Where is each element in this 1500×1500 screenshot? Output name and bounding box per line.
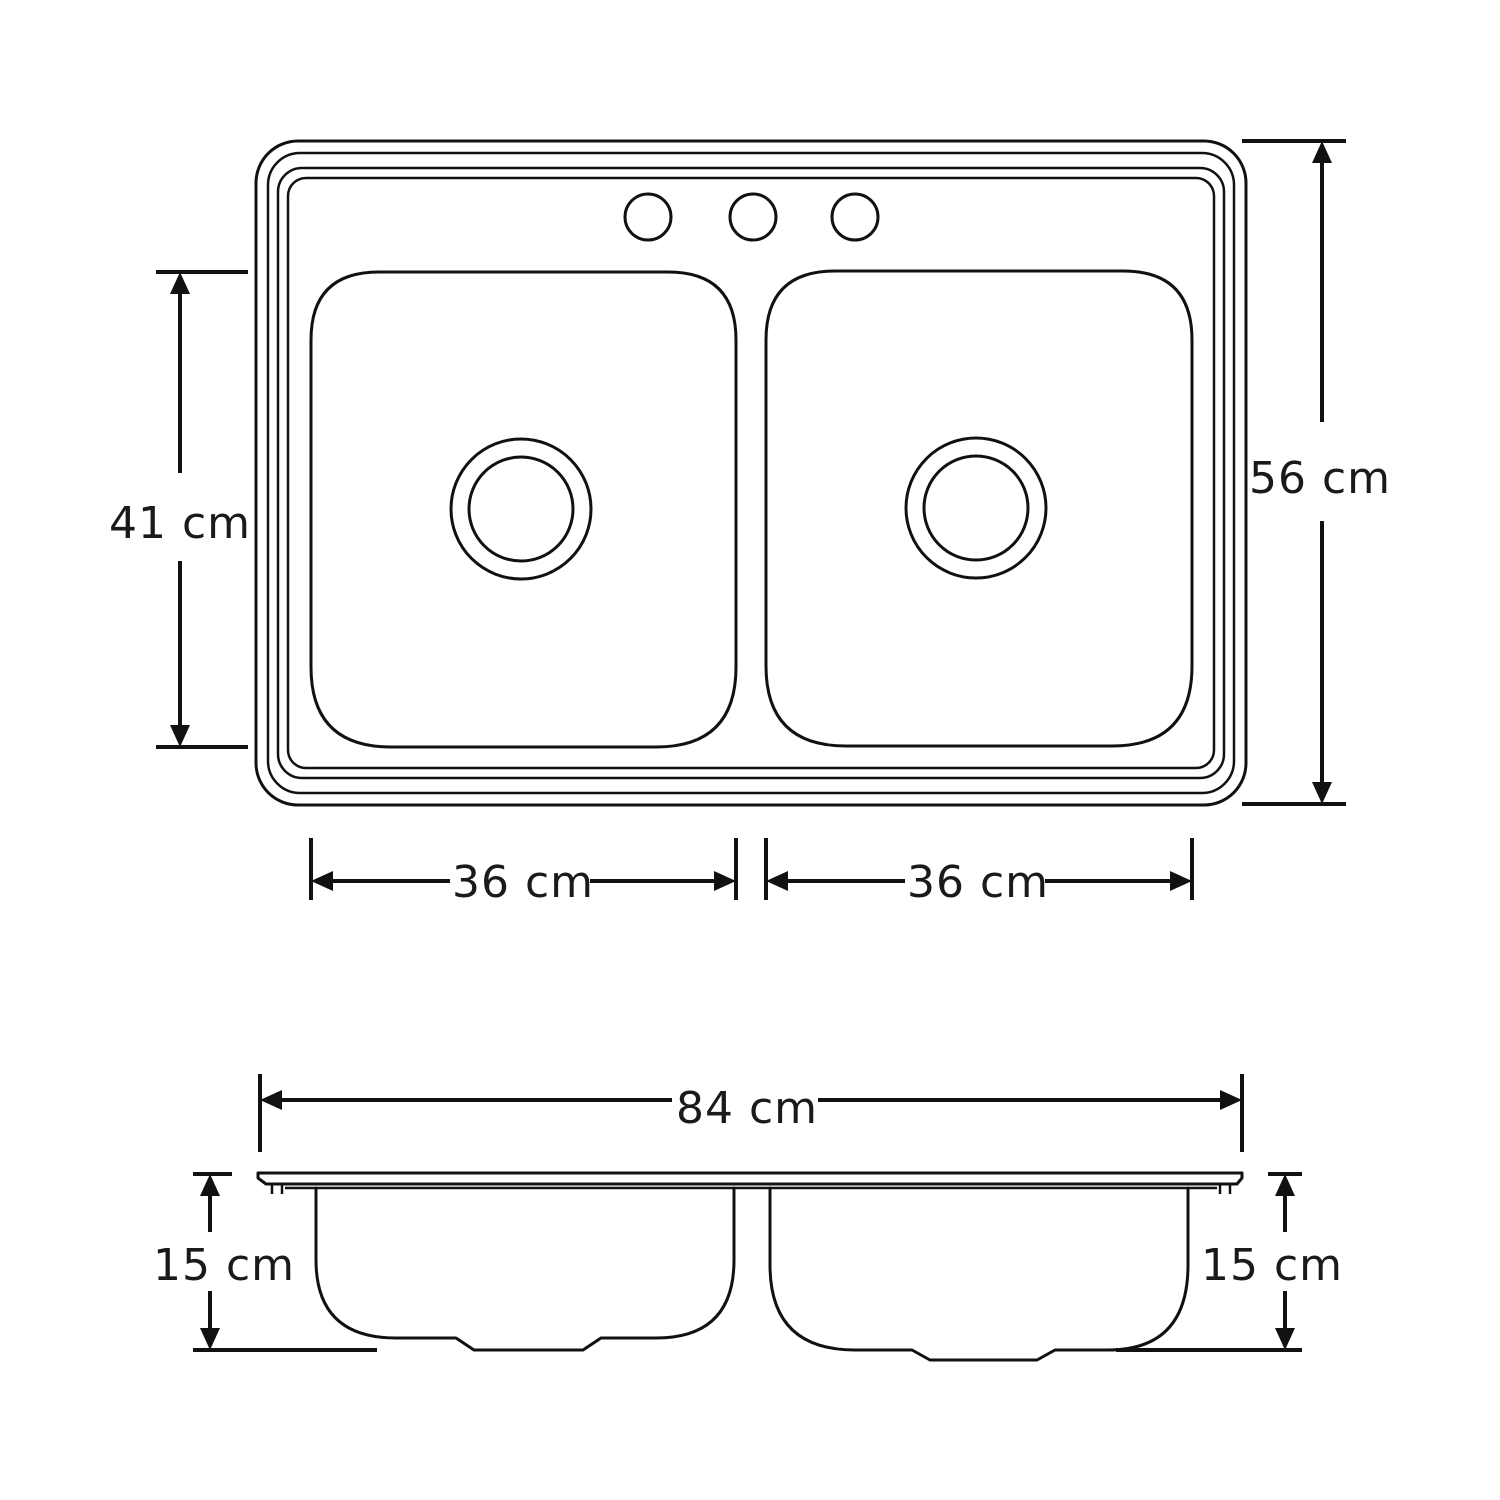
sink-side-rim xyxy=(256,1171,1244,1186)
dimension-left-height: 15 cm xyxy=(153,1172,377,1352)
sink-rim-inner-2 xyxy=(276,166,1226,780)
dimension-left-bowl-width: 36 cm xyxy=(309,838,738,908)
left-bowl-width-label: 36 cm xyxy=(452,857,594,908)
left-drain-outer xyxy=(449,437,593,581)
left-bowl xyxy=(309,270,738,749)
faucet-hole-left xyxy=(623,192,673,242)
sink-deck xyxy=(286,176,1216,770)
right-drain-inner xyxy=(922,454,1030,562)
right-height-label: 15 cm xyxy=(1201,1240,1343,1291)
left-drain-inner xyxy=(467,455,575,563)
dimension-overall-width: 84 cm xyxy=(258,1074,1244,1152)
dimension-overall-depth: 56 cm xyxy=(1242,139,1391,806)
left-height-label: 15 cm xyxy=(153,1240,295,1291)
dimension-right-bowl-width: 36 cm xyxy=(764,838,1194,908)
right-bowl-profile xyxy=(768,1186,1190,1362)
dimension-right-height: 15 cm xyxy=(1116,1172,1343,1352)
left-bowl-profile xyxy=(314,1186,736,1352)
overall-depth-label: 56 cm xyxy=(1249,453,1391,504)
sink-top-view xyxy=(254,139,1248,807)
dimension-bowl-depth: 41 cm xyxy=(109,270,251,749)
sink-side-view xyxy=(256,1171,1244,1362)
sink-rim-inner-1 xyxy=(266,151,1236,795)
right-bowl-width-label: 36 cm xyxy=(907,857,1049,908)
faucet-hole-right xyxy=(830,192,880,242)
faucet-hole-center xyxy=(728,192,778,242)
right-bowl xyxy=(764,269,1194,748)
bowl-depth-label: 41 cm xyxy=(109,498,251,549)
overall-width-label: 84 cm xyxy=(676,1083,818,1134)
right-drain-outer xyxy=(904,436,1048,580)
sink-outer-rim xyxy=(254,139,1248,807)
